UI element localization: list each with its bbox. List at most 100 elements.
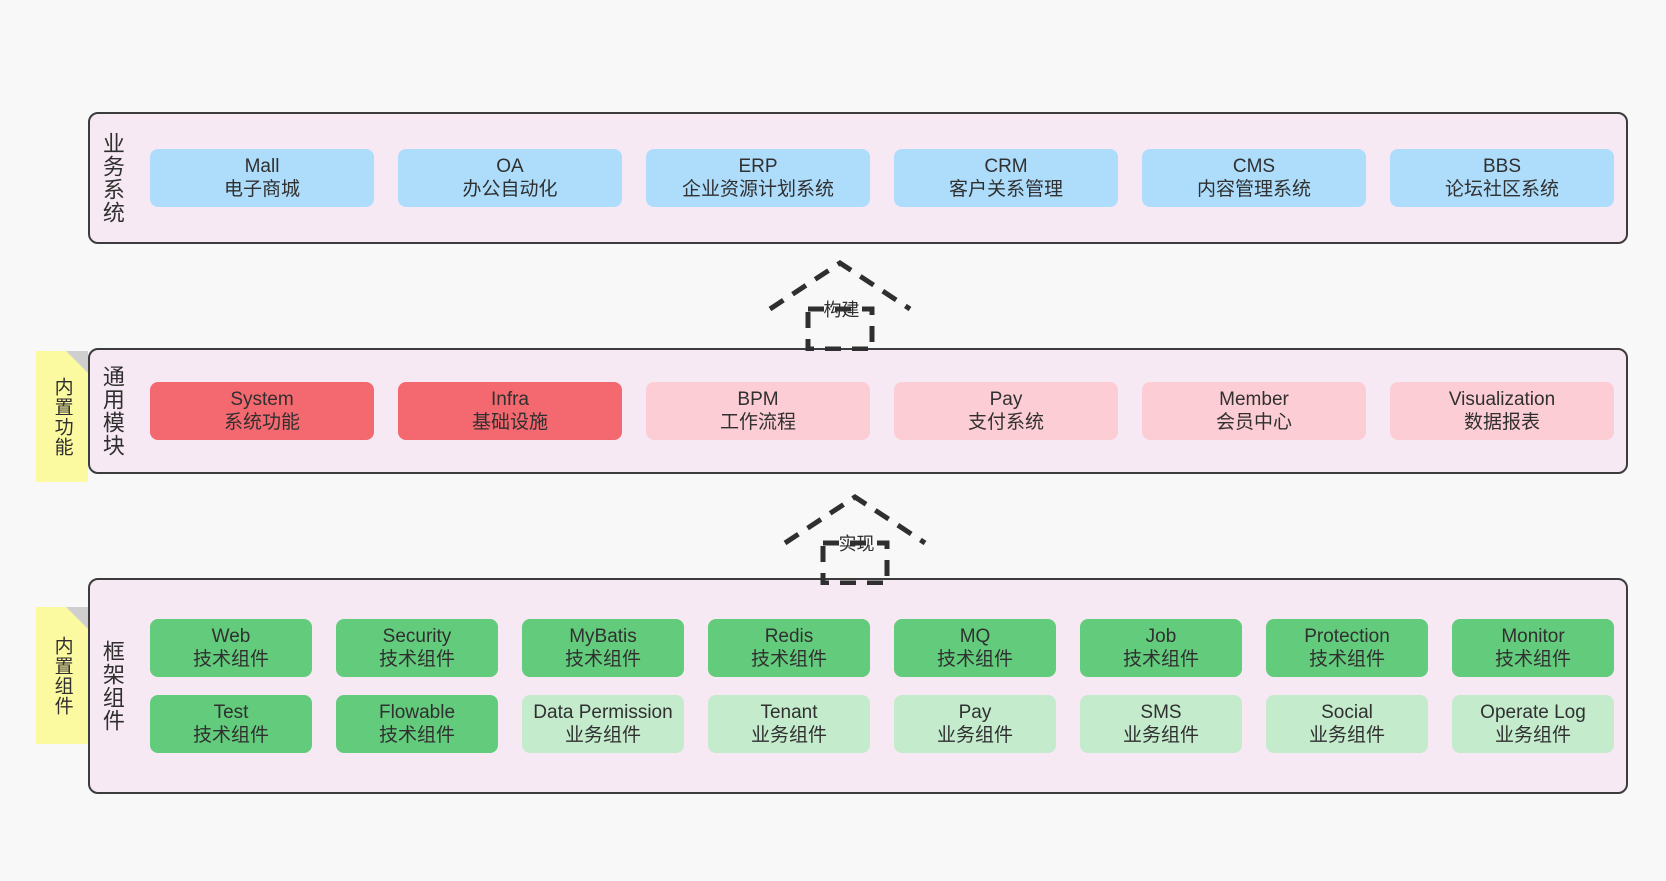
module-card-bpm[interactable]: BPM 工作流程 <box>646 381 870 441</box>
module-card-member[interactable]: Member 会员中心 <box>1142 381 1366 441</box>
sticky-note-builtin-features: 内置功能 <box>36 351 88 482</box>
module-card-monitor[interactable]: Monitor 技术组件 <box>1452 618 1614 677</box>
module-card-crm[interactable]: CRM 客户关系管理 <box>894 148 1118 208</box>
sticky-note-builtin-components: 内置组件 <box>36 607 88 744</box>
card-subtitle: 技术组件 <box>378 648 455 670</box>
module-card-mall[interactable]: Mall 电子商城 <box>150 148 374 208</box>
card-title: Data Permission <box>533 702 673 723</box>
layer-body-business-systems: Mall 电子商城 OA 办公自动化 ERP 企业资源计划系统 CRM 客户关系… <box>134 114 1626 242</box>
card-subtitle: 技术组件 <box>192 648 269 670</box>
card-title: Test <box>213 702 249 723</box>
module-card-test[interactable]: Test 技术组件 <box>150 695 312 754</box>
card-title: MyBatis <box>569 625 637 647</box>
module-card-visualization[interactable]: Visualization 数据报表 <box>1390 381 1614 441</box>
module-card-protection[interactable]: Protection 技术组件 <box>1266 618 1428 677</box>
card-subtitle: 技术组件 <box>378 725 455 747</box>
card-title: BBS <box>1482 155 1522 177</box>
card-subtitle: 工作流程 <box>719 412 796 433</box>
card-title: Protection <box>1304 625 1390 647</box>
module-card-pay[interactable]: Pay 支付系统 <box>894 381 1118 441</box>
layer-body-common-modules: System 系统功能 Infra 基础设施 BPM 工作流程 Pay 支付系统… <box>134 350 1626 472</box>
card-subtitle: 技术组件 <box>936 648 1013 670</box>
module-card-web[interactable]: Web 技术组件 <box>150 618 312 677</box>
card-subtitle: 业务组件 <box>1494 725 1571 747</box>
sticky-note-label: 内置功能 <box>51 376 73 457</box>
card-title: Web <box>211 625 251 647</box>
folded-corner-icon <box>66 607 88 629</box>
card-subtitle: 业务组件 <box>1308 725 1385 747</box>
card-title: Visualization <box>1448 388 1556 410</box>
card-title: CMS <box>1232 155 1276 177</box>
card-row: Test 技术组件 Flowable 技术组件 Data Permission … <box>138 695 1626 754</box>
module-card-mq[interactable]: MQ 技术组件 <box>894 618 1056 677</box>
card-title: BPM <box>737 388 779 410</box>
card-subtitle: 技术组件 <box>192 725 269 747</box>
card-title: OA <box>496 155 524 177</box>
module-card-mybatis[interactable]: MyBatis 技术组件 <box>522 618 684 677</box>
card-row: Web 技术组件 Security 技术组件 MyBatis 技术组件 Redi… <box>138 618 1626 677</box>
module-card-redis[interactable]: Redis 技术组件 <box>708 618 870 677</box>
card-title: Infra <box>490 388 530 410</box>
card-title: Flowable <box>378 702 456 723</box>
card-row: System 系统功能 Infra 基础设施 BPM 工作流程 Pay 支付系统… <box>138 381 1626 441</box>
module-card-pay-business[interactable]: Pay 业务组件 <box>894 695 1056 754</box>
connector-label-implement: 实现 <box>838 534 875 554</box>
card-subtitle: 系统功能 <box>223 412 300 433</box>
card-title: CRM <box>984 155 1028 177</box>
card-title: ERP <box>738 155 778 177</box>
layer-common-modules: 通用模块 System 系统功能 Infra 基础设施 BPM 工作流程 Pay… <box>88 348 1628 474</box>
card-subtitle: 业务组件 <box>936 725 1013 747</box>
card-subtitle: 客户关系管理 <box>948 179 1063 200</box>
dashed-generalization-arrow-icon <box>768 260 912 351</box>
card-subtitle: 论坛社区系统 <box>1444 179 1559 200</box>
card-subtitle: 数据报表 <box>1463 412 1540 433</box>
module-card-bbs[interactable]: BBS 论坛社区系统 <box>1390 148 1614 208</box>
module-card-security[interactable]: Security 技术组件 <box>336 618 498 677</box>
layer-caption-common-modules: 通用模块 <box>99 365 125 457</box>
module-card-tenant[interactable]: Tenant 业务组件 <box>708 695 870 754</box>
card-subtitle: 企业资源计划系统 <box>681 179 834 200</box>
card-title: Security <box>382 625 452 647</box>
card-subtitle: 技术组件 <box>564 648 641 670</box>
sticky-note-label: 内置组件 <box>51 635 73 716</box>
module-card-sms[interactable]: SMS 业务组件 <box>1080 695 1242 754</box>
card-row: Mall 电子商城 OA 办公自动化 ERP 企业资源计划系统 CRM 客户关系… <box>138 148 1626 208</box>
card-title: Mall <box>244 155 280 177</box>
module-card-erp[interactable]: ERP 企业资源计划系统 <box>646 148 870 208</box>
card-subtitle: 支付系统 <box>967 412 1044 433</box>
card-title: Pay <box>989 388 1023 410</box>
card-title: Member <box>1219 388 1289 410</box>
card-subtitle: 技术组件 <box>1122 648 1199 670</box>
module-card-system[interactable]: System 系统功能 <box>150 381 374 441</box>
card-subtitle: 业务组件 <box>1122 725 1199 747</box>
card-subtitle: 电子商城 <box>223 179 300 200</box>
connector-implement: 实现 <box>775 489 935 585</box>
module-card-infra[interactable]: Infra 基础设施 <box>398 381 622 441</box>
card-title: System <box>230 388 294 410</box>
dashed-generalization-arrow-icon <box>783 494 927 585</box>
card-title: Tenant <box>760 702 818 723</box>
module-card-oa[interactable]: OA 办公自动化 <box>398 148 622 208</box>
module-card-job[interactable]: Job 技术组件 <box>1080 618 1242 677</box>
card-subtitle: 会员中心 <box>1215 412 1292 433</box>
card-subtitle: 内容管理系统 <box>1196 179 1311 200</box>
layer-framework-components: 框架组件 Web 技术组件 Security 技术组件 MyBatis 技术组件… <box>88 578 1628 794</box>
folded-corner-icon <box>66 351 88 373</box>
card-title: Monitor <box>1501 625 1565 647</box>
module-card-flowable[interactable]: Flowable 技术组件 <box>336 695 498 754</box>
card-subtitle: 技术组件 <box>750 648 827 670</box>
card-title: MQ <box>959 625 991 647</box>
layer-business-systems: 业务系统 Mall 电子商城 OA 办公自动化 ERP 企业资源计划系统 CRM… <box>88 112 1628 244</box>
layer-caption-business-systems: 业务系统 <box>99 132 125 224</box>
module-card-cms[interactable]: CMS 内容管理系统 <box>1142 148 1366 208</box>
module-card-operate-log[interactable]: Operate Log 业务组件 <box>1452 695 1614 754</box>
card-title: SMS <box>1140 702 1182 723</box>
card-title: Social <box>1321 702 1373 723</box>
module-card-data-permission[interactable]: Data Permission 业务组件 <box>522 695 684 754</box>
connector-build: 构建 <box>760 255 920 351</box>
card-subtitle: 办公自动化 <box>462 179 558 200</box>
module-card-social[interactable]: Social 业务组件 <box>1266 695 1428 754</box>
layer-body-framework-components: Web 技术组件 Security 技术组件 MyBatis 技术组件 Redi… <box>134 580 1626 792</box>
card-subtitle: 技术组件 <box>1308 648 1385 670</box>
